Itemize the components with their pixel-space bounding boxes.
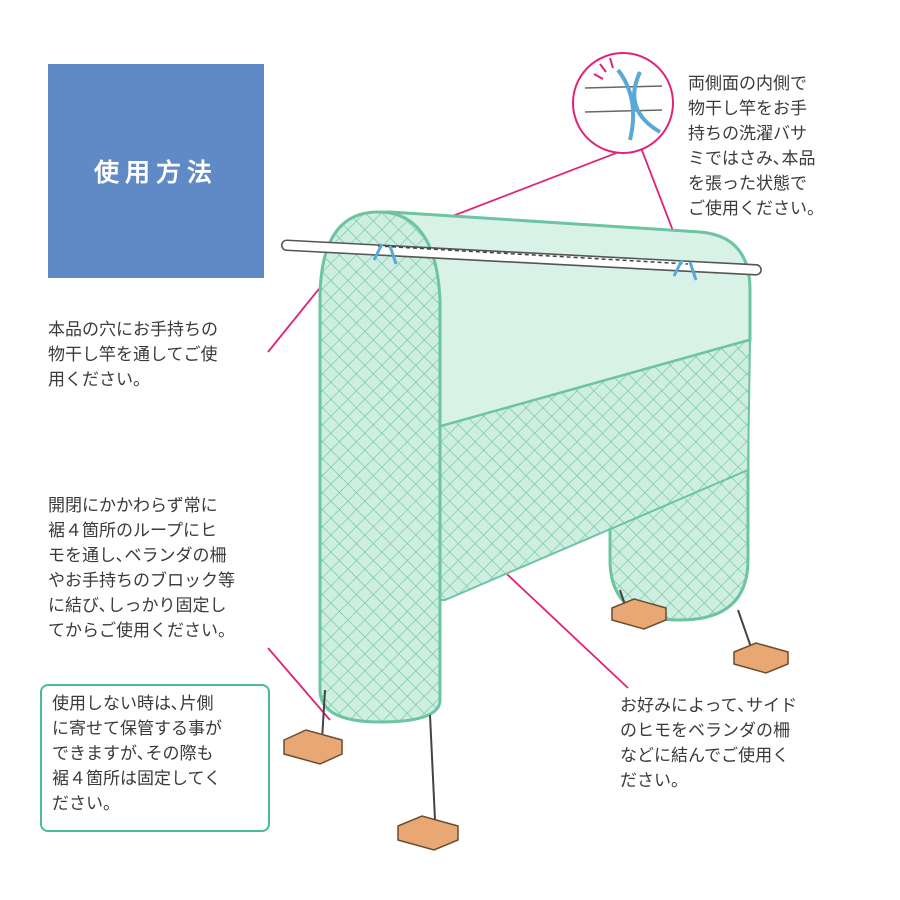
clothespin-icon (372, 243, 698, 281)
title-box: 使用方法 (48, 64, 264, 278)
note-fix-instructions: 開閉にかかわらず常に 裾４箇所のループにヒ モを通し､ベランダの柵 やお手持ちの… (48, 496, 235, 641)
note-pole-instructions: 本品の穴にお手持ちの 物干し竿を通してご使 用ください。 (48, 320, 218, 390)
clip-detail-callout (572, 52, 674, 154)
note-storage-box: 使用しない時は､片側 に寄せて保管する事が できますが､その際も 裾４箇所は固定… (40, 684, 270, 832)
note-side-string: お好みによって､サイド のヒモをベランダの柵 などに結んでご使用く ださい。 (620, 696, 798, 791)
pole-icon (280, 239, 762, 276)
block-weight-icon (283, 598, 789, 851)
page-title: 使用方法 (93, 158, 218, 187)
leader-line-loop (267, 647, 331, 721)
note-clip-instructions: 両側面の内側で 物干し竿をお手 持ちの洗濯バサ ミではさみ､本品 を張った状態で… (688, 74, 824, 219)
front-left-leg (318, 210, 442, 821)
